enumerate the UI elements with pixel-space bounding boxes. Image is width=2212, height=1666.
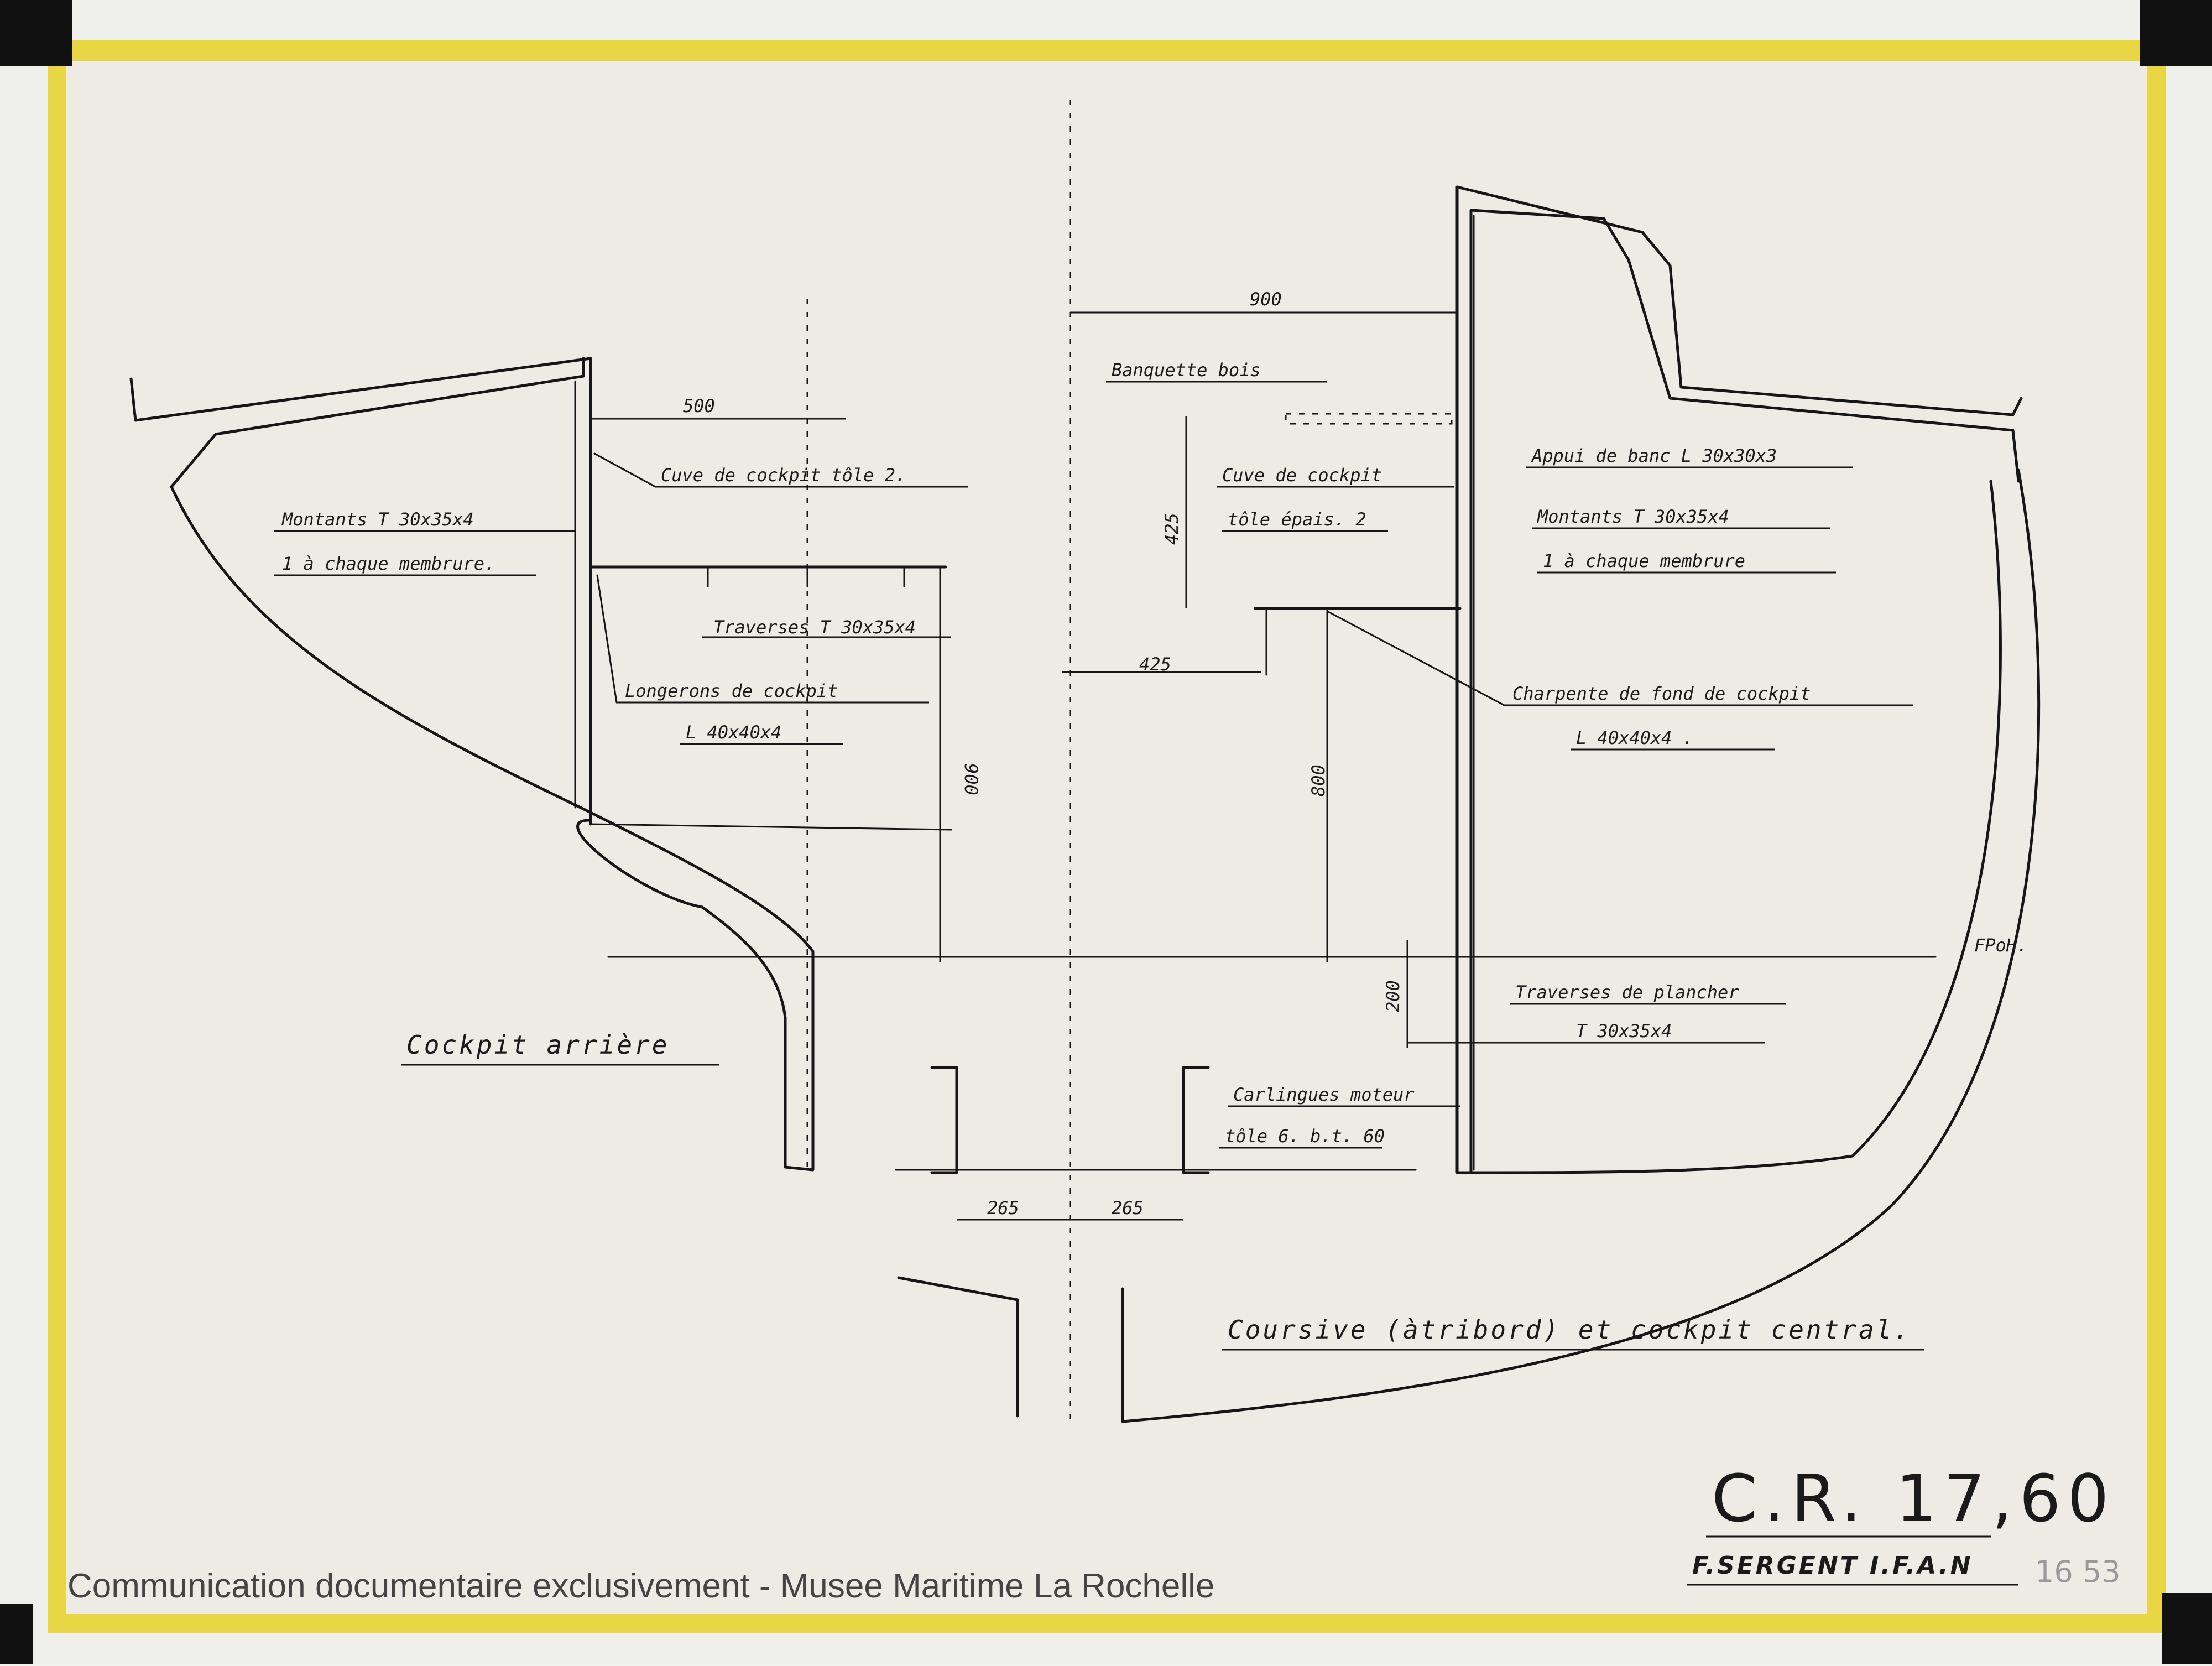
central-cabin-top (1455, 185, 2023, 416)
dim-tub-height: 425 (1161, 513, 1182, 545)
dim-step-width: 425 (1139, 654, 1171, 675)
central-hull-shell (1121, 468, 2041, 1423)
view-title-central: Coursive (àtribord) et cockpit central. (1228, 1315, 1911, 1345)
label-rear-tub: Cuve de cockpit tôle 2. (661, 465, 906, 486)
dim-floor-gap: 200 (1383, 980, 1404, 1012)
label-rear-stringers-1: Longerons de cockpit (625, 680, 838, 701)
leader-frame (1326, 610, 1505, 706)
leader-rear-stringers (596, 574, 618, 704)
engine-girder-left (930, 1066, 958, 1174)
corner-clip-bottom-left (0, 1604, 33, 1664)
leader-rear-tub (593, 452, 656, 488)
label-floor-beams-2: T 30x35x4 (1576, 1021, 1672, 1042)
label-frame-2: L 40x40x4 . (1576, 727, 1693, 748)
label-rear-crossbeams: Traverses T 30x35x4 (713, 617, 916, 638)
corner-clip-bottom-right (2162, 1593, 2212, 1664)
dim-rear-width: 500 (683, 395, 715, 416)
keel-left (897, 1276, 1019, 1418)
label-floor-beams-1: Traverses de plancher (1515, 982, 1739, 1003)
rear-section: 500 900 Cuve de cockpit tôle 2. Montants… (129, 299, 982, 1172)
corner-clip-top-left (0, 0, 72, 66)
label-central-tub-1: Cuve de cockpit (1222, 465, 1382, 486)
engine-girder-right (1182, 1066, 1210, 1174)
rear-sole-line (589, 823, 952, 831)
dim-central-width: 900 (1250, 289, 1282, 310)
rear-hull-shell (129, 357, 815, 1172)
label-rear-posts-1: Montants T 30x35x4 (281, 509, 474, 530)
dim-girder-left: 265 (987, 1198, 1019, 1219)
label-central-posts-2: 1 à chaque membrure (1543, 550, 1745, 571)
label-central-tub-2: tôle épais. 2 (1228, 509, 1366, 530)
view-title-rear: Cockpit arrière (406, 1030, 669, 1060)
corner-clip-top-right (2140, 0, 2212, 66)
dim-girder-right: 265 (1112, 1198, 1144, 1219)
label-engine-2: tôle 6. b.t. 60 (1225, 1126, 1385, 1147)
central-section: 900 425 425 800 200 265 265 Banquette bo… (607, 100, 2041, 1427)
label-rear-posts-2: 1 à chaque membrure. (282, 553, 495, 574)
label-bench: Banquette bois (1112, 360, 1261, 381)
sheet-note: 16 53 (2035, 1554, 2121, 1589)
label-initials: FPoH. (1974, 935, 2027, 956)
label-rear-stringers-2: L 40x40x4 (686, 722, 781, 743)
label-central-posts-1: Montants T 30x35x4 (1537, 506, 1729, 527)
central-hull-inner (1469, 480, 2002, 1174)
watermark: Communication documentaire exclusivement… (67, 1567, 1214, 1605)
label-engine-1: Carlingues moteur (1233, 1084, 1415, 1105)
paper (66, 61, 2147, 1614)
central-deckhouse-outline (1455, 185, 2020, 1174)
dim-floor-depth: 800 (1308, 764, 1329, 796)
model-title: C.R. 17,60 (1712, 1460, 2116, 1537)
author: F.SERGENT I.F.A.N (1692, 1552, 1973, 1580)
label-bench-support: Appui de banc L 30x30x3 (1531, 445, 1777, 466)
dim-rear-depth: 900 (961, 763, 982, 795)
bench-wood (1285, 413, 1453, 425)
label-frame-1: Charpente de fond de cockpit (1512, 683, 1811, 704)
